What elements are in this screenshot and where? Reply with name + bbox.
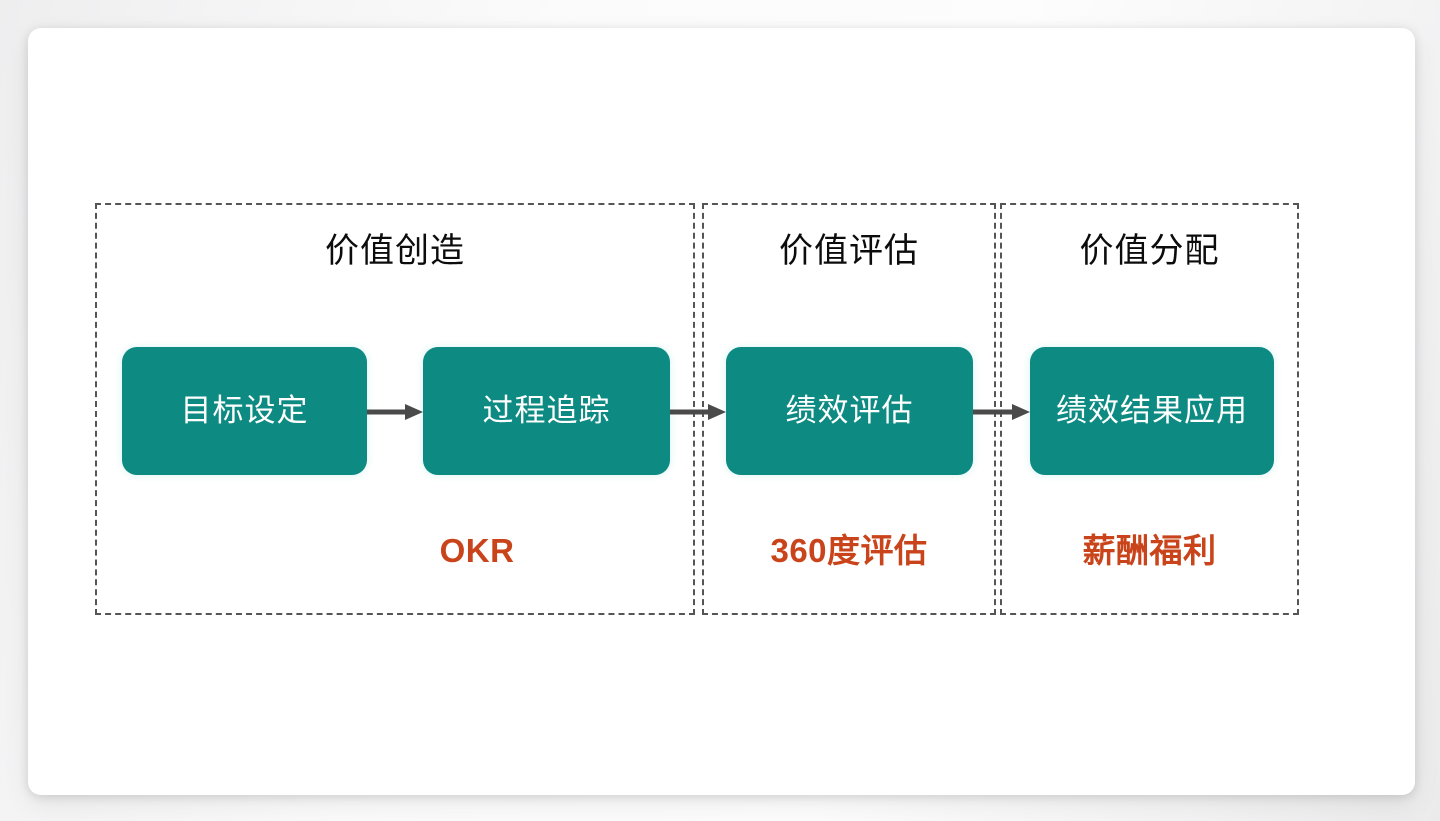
process-node-performance-review[interactable]: 绩效评估 <box>726 347 973 475</box>
process-node-label: 目标设定 <box>180 393 309 428</box>
process-node-label: 过程追踪 <box>482 393 611 428</box>
stage-title-value-creation: 价值创造 <box>325 232 465 270</box>
stage-panel-value-assessment[interactable]: 价值评估 360度评估 <box>702 203 996 615</box>
stage-tag-compensation-benefits: 薪酬福利 <box>1082 532 1217 569</box>
process-node-progress-tracking[interactable]: 过程追踪 <box>423 347 670 475</box>
slide-card: 价值创造 OKR 价值评估 360度评估 价值分配 薪酬福利 目标设定 过程追踪… <box>28 28 1415 795</box>
stage-panel-value-creation[interactable]: 价值创造 OKR <box>95 203 695 615</box>
process-node-goal-setting[interactable]: 目标设定 <box>122 347 367 475</box>
stage-panel-value-distribution[interactable]: 价值分配 薪酬福利 <box>1000 203 1299 615</box>
stage-tag-okr: OKR <box>439 532 515 569</box>
performance-management-flow-diagram: 价值创造 OKR 价值评估 360度评估 价值分配 薪酬福利 目标设定 过程追踪… <box>28 28 1415 795</box>
stage-title-value-assessment: 价值评估 <box>779 232 919 270</box>
process-node-label: 绩效结果应用 <box>1056 393 1248 428</box>
process-node-performance-result-application[interactable]: 绩效结果应用 <box>1030 347 1274 475</box>
process-node-label: 绩效评估 <box>785 393 914 428</box>
stage-title-value-distribution: 价值分配 <box>1079 232 1220 270</box>
stage-tag-360-review: 360度评估 <box>770 532 928 569</box>
